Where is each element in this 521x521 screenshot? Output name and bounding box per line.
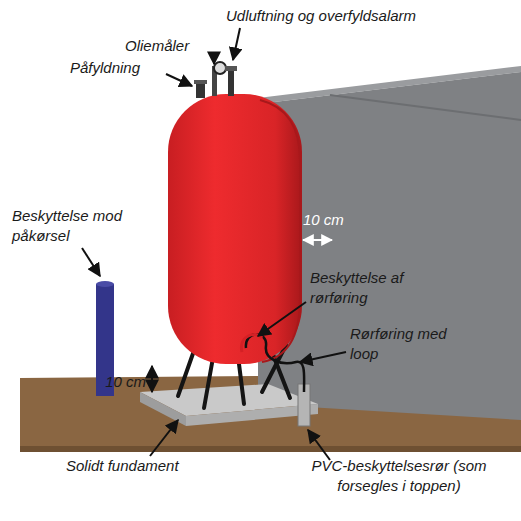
vent-cap [225,66,237,71]
wall-distance-label: 10 cm [303,210,344,230]
pipe-loop-label: Rørføring med loop [350,324,450,364]
filling-cap [194,80,207,84]
ground-edge [20,446,521,452]
bollard-top [96,281,114,287]
foundation-label: Solidt fundament [66,456,179,476]
oil-gauge [214,62,226,74]
vent-label: Udluftning og overfyldsalarm [226,6,416,26]
filling-label: Påfyldning [70,58,140,78]
oil-pipe-loop [246,334,304,392]
leader-lines [82,28,346,460]
pipe-protection-label: Beskyttelse af rørføring [310,268,420,308]
filling-pipe [196,82,205,98]
oil-tank [168,94,302,364]
tank-seam [260,100,300,362]
vent-pipe [228,70,234,96]
leg-distance-label: 10 cm [105,372,146,392]
wall-line [330,95,521,120]
oil-gauge-label: Oliemåler [125,36,189,56]
pvc-tube-label: PVC-beskyttelsesrør (som forsegles i top… [288,456,510,496]
bollard-label: Beskyttelse mod påkørsel [12,206,137,246]
pipe-protection [241,334,262,352]
distance-arrow [303,239,332,241]
